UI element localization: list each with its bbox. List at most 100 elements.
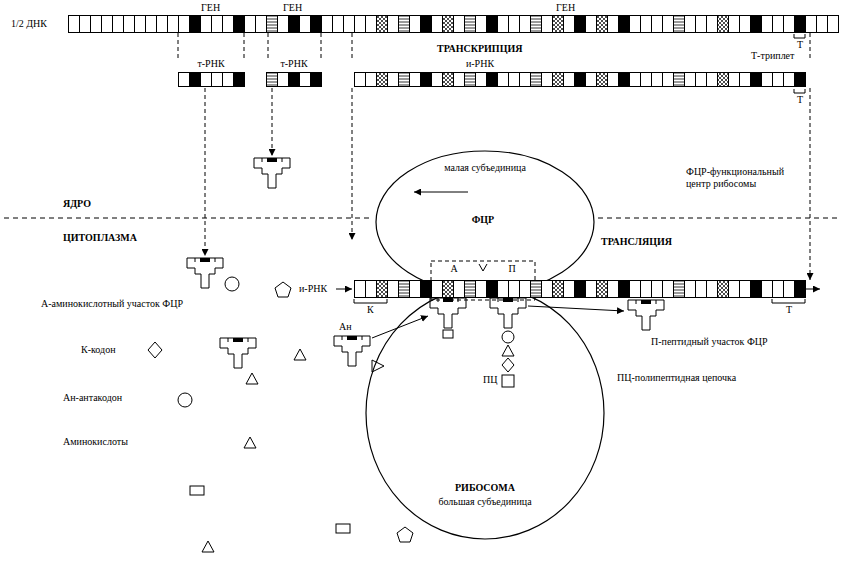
nucleotide: [311, 73, 322, 87]
dashed-connector: [352, 33, 810, 58]
nucleotide: [311, 16, 322, 33]
subunit-ellipse: [366, 287, 604, 539]
trna-symbol: [220, 338, 256, 368]
nucleotide: [575, 281, 586, 298]
rna-strand: и-РНК: [298, 280, 822, 298]
nucleotide: [586, 73, 597, 87]
nucleotide: [377, 281, 388, 298]
nucleotide: [553, 281, 564, 298]
transport-arrow: [272, 88, 273, 156]
node-text: большая субъединица: [437, 496, 532, 508]
nucleotide: [223, 73, 234, 87]
nucleotide: [157, 16, 168, 33]
nucleotide: [124, 16, 135, 33]
trna-symbol: [430, 298, 466, 328]
nucleotide: [542, 73, 553, 87]
bracket: [354, 299, 387, 303]
nucleotide: [564, 73, 575, 87]
nucleotide: [432, 16, 443, 33]
nucleotide: [410, 73, 421, 87]
nucleotide: [707, 281, 718, 298]
nucleotide: [487, 73, 498, 87]
amino-acid: [202, 541, 214, 552]
nucleotide: [718, 16, 729, 33]
transport-arrow: [205, 88, 206, 256]
nucleotide: [190, 16, 201, 33]
amino-acid: [502, 331, 514, 343]
nucleotide: [751, 16, 762, 33]
nucleotide: [762, 16, 773, 33]
label-text: ГЕН: [555, 2, 576, 14]
nucleotide: [278, 73, 289, 87]
nucleotide: [608, 281, 619, 298]
nucleotide: [355, 73, 366, 87]
label-text: ТРАНСЛЯЦИЯ: [600, 236, 673, 248]
site-mark: [479, 264, 487, 271]
nucleotide: [245, 16, 256, 33]
nucleotide: [685, 73, 696, 87]
nucleotide: [773, 73, 784, 87]
node-text: А: [449, 263, 458, 275]
direction-arrow: [528, 306, 624, 311]
ribosome-subunit: ФЦРАПмалая субъединица: [375, 150, 595, 294]
nucleotide: [652, 73, 663, 87]
nucleotide: [454, 73, 465, 87]
trna-symbol: [628, 300, 664, 330]
nucleotide: [443, 73, 454, 87]
nucleotide: [520, 281, 531, 298]
nucleotide: [542, 16, 553, 33]
amino-acid: [148, 342, 162, 358]
nucleotide: [509, 16, 520, 33]
trna-symbol: [187, 258, 223, 288]
nucleotide: [234, 16, 245, 33]
label-text: Аминокислоты: [62, 436, 129, 448]
nucleotide: [740, 16, 751, 33]
nucleotide: [784, 16, 795, 33]
nucleotide: [388, 16, 399, 33]
amino-acid: [244, 437, 256, 448]
nucleotide: [421, 16, 432, 33]
dashed-connector: [178, 33, 244, 58]
label-text: Ан-антакодон: [62, 392, 123, 404]
bracket: [772, 299, 805, 303]
nucleotide: [586, 16, 597, 33]
nucleotide: [355, 16, 366, 33]
nucleotide: [795, 281, 806, 298]
label-text: К: [366, 304, 375, 316]
nucleotide: [487, 281, 498, 298]
label-text: ГЕН: [282, 2, 303, 14]
nucleotide: [410, 16, 421, 33]
nucleotide: [575, 16, 586, 33]
nucleotide: [146, 16, 157, 33]
nucleotide: [256, 16, 267, 33]
direction-arrow: [372, 316, 428, 338]
amino-acid: [225, 277, 239, 291]
nucleotide: [201, 16, 212, 33]
nucleotide: [366, 73, 377, 87]
nucleotide: [267, 73, 278, 87]
nucleotide: [388, 73, 399, 87]
nucleotide: [718, 281, 729, 298]
label-text: ПЦ-полипептидная цепочка: [616, 372, 737, 384]
nucleotide: [696, 281, 707, 298]
label-text: ТРАНСКРИПЦИЯ: [436, 43, 523, 55]
nucleotide: [289, 16, 300, 33]
nucleotide: [619, 16, 630, 33]
nucleotide: [685, 16, 696, 33]
nucleotide: [333, 16, 344, 33]
nucleotide: [465, 73, 476, 87]
nucleotide: [454, 16, 465, 33]
nucleotide: [564, 16, 575, 33]
nucleotide: [300, 73, 311, 87]
nucleotide: [663, 281, 674, 298]
label-text: П-пептидный участок ФЦР: [650, 336, 769, 348]
nucleotide-band: [354, 280, 806, 298]
nucleotide: [520, 73, 531, 87]
nucleotide: [795, 16, 806, 33]
nucleotide: [300, 16, 311, 33]
nucleotide: [729, 16, 740, 33]
ribosome-subunit: РИБОСОМАбольшая субъединица: [365, 286, 605, 540]
amino-acid: [190, 486, 204, 495]
nucleotide: [685, 281, 696, 298]
nucleotide: [641, 281, 652, 298]
